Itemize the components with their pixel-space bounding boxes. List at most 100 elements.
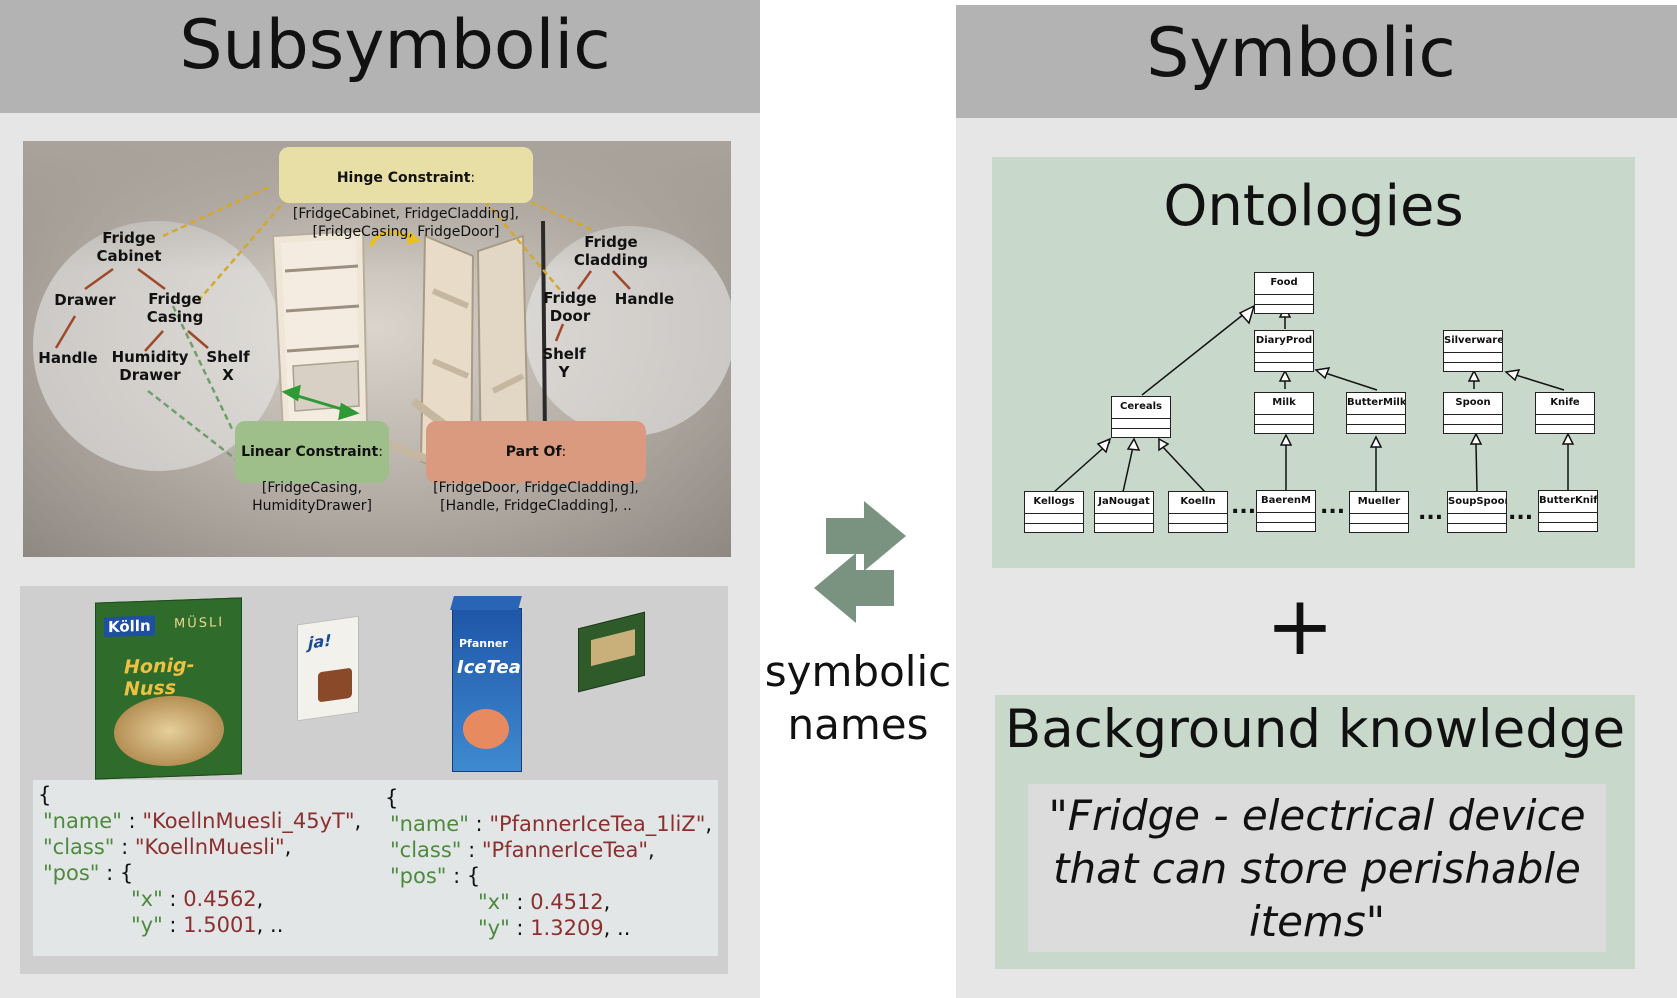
- node-handle-left: Handle: [38, 349, 98, 367]
- node-shelf-y: Shelf Y: [542, 345, 586, 381]
- ja-cereal-product-image: ja!: [297, 615, 359, 722]
- uml-class-mueller: Mueller: [1349, 491, 1409, 533]
- node-fridge-cladding: Fridge Cladding: [573, 233, 649, 269]
- json-key-name: "name": [390, 812, 469, 836]
- uml-class-name: Mueller: [1350, 492, 1408, 514]
- uml-class-spoon: Spoon: [1443, 392, 1503, 434]
- ellipsis-4: ...: [1508, 500, 1534, 525]
- uml-class-koelln: Koelln: [1168, 491, 1228, 533]
- koelln-brand-label: Kölln: [104, 615, 155, 638]
- koelln-muesli-product-image: Kölln MÜSLI Honig-Nuss: [95, 597, 242, 780]
- linear-constraint-title: Linear Constraint: [241, 444, 379, 460]
- linear-motion-arrow: [281, 384, 360, 421]
- symbolic-header: [956, 5, 1677, 118]
- json-value-class: "PfannerIceTea": [481, 838, 649, 862]
- json-object-pfanner: { "name" : "PfannerIceTea_1liZ", "class"…: [385, 786, 713, 940]
- json-key-pos: "pos": [43, 861, 100, 885]
- ontology-inheritance-svg: [1053, 304, 1575, 493]
- pfanner-brand-label: Pfanner: [459, 637, 508, 650]
- subsymbolic-header: [0, 0, 760, 113]
- scene-tree-edges: [54, 267, 631, 352]
- json-value-name: "KoellnMuesli_45yT": [142, 809, 355, 833]
- partof-constraint-box: Part Of: [FridgeDoor, FridgeCladding], […: [426, 421, 646, 514]
- json-open-brace: {: [38, 783, 52, 807]
- json-instances-area: [33, 780, 718, 956]
- json-value-name: "PfannerIceTea_1liZ": [489, 812, 706, 836]
- arrow-right-icon: [826, 501, 906, 571]
- hinge-constraint-box: Hinge Constraint: [FridgeCabinet, Fridge…: [279, 147, 533, 240]
- ellipsis-1: ...: [1231, 494, 1257, 519]
- uml-class-name: ButterMilk: [1347, 393, 1405, 415]
- pfanner-product-label: IceTea: [457, 657, 521, 678]
- koelln-line-label: MÜSLI: [174, 615, 225, 632]
- node-handle-right: Handle: [614, 290, 675, 308]
- partof-constraint-title: Part Of: [505, 444, 562, 460]
- uml-class-butterknife: ButterKnife: [1538, 490, 1598, 532]
- background-quote-box: [1028, 784, 1606, 952]
- json-object-koelln: { "name" : "KoellnMuesli_45yT", "class" …: [38, 783, 362, 937]
- uml-class-cereals: Cereals: [1111, 396, 1171, 438]
- json-key-class: "class": [390, 838, 462, 862]
- ellipsis-2: ...: [1320, 494, 1346, 519]
- json-key-x: "x": [131, 887, 163, 911]
- node-fridge-casing: Fridge Casing: [146, 290, 204, 326]
- ontologies-title: Ontologies: [1163, 174, 1464, 239]
- inheritance-edges: [1053, 304, 1575, 493]
- subsymbolic-title: Subsymbolic: [179, 6, 611, 85]
- exchange-arrows: [814, 501, 906, 623]
- node-fridge-cabinet: Fridge Cabinet: [96, 229, 162, 265]
- uml-class-name: Knife: [1536, 393, 1594, 415]
- json-value-y: 1.5001: [183, 913, 257, 937]
- background-quote-text: "Fridge - electrical device that can sto…: [1048, 791, 1586, 946]
- json-key-name: "name": [43, 809, 122, 833]
- uml-class-name: ButterKnife: [1539, 491, 1597, 513]
- uml-class-name: Cereals: [1112, 397, 1170, 419]
- uml-class-name: JaNougat: [1095, 492, 1153, 514]
- node-drawer: Drawer: [54, 291, 116, 309]
- uml-class-name: Silverware: [1444, 331, 1502, 353]
- json-key-x: "x": [478, 890, 510, 914]
- crispbread-graphic: [591, 629, 635, 667]
- symbolic-title: Symbolic: [1146, 14, 1456, 93]
- arrow-left-icon: [814, 553, 894, 623]
- json-key-pos: "pos": [390, 864, 447, 888]
- json-open-brace: {: [385, 786, 399, 810]
- pfanner-icetea-product-image: Pfanner IceTea: [452, 608, 522, 772]
- peach-graphic: [463, 709, 509, 749]
- uml-class-knife: Knife: [1535, 392, 1595, 434]
- ja-brand-label: ja!: [308, 630, 332, 653]
- uml-class-name: Food: [1255, 273, 1313, 295]
- json-key-y: "y": [131, 913, 163, 937]
- muesli-bowl-graphic: [114, 694, 224, 768]
- hinge-constraint-title: Hinge Constraint: [336, 170, 471, 186]
- uml-class-name: BaerenM: [1257, 491, 1315, 513]
- uml-class-silverware: Silverware: [1443, 330, 1503, 372]
- linear-connectors: [147, 305, 239, 462]
- uml-class-baerenm: BaerenM: [1256, 490, 1316, 532]
- symbolic-names-label: symbolic names: [764, 647, 952, 749]
- json-value-y: 1.3209: [530, 916, 604, 940]
- json-value-x: 0.4512: [530, 890, 604, 914]
- json-value-class: "KoellnMuesli": [134, 835, 285, 859]
- uml-class-kellogs: Kellogs: [1024, 491, 1084, 533]
- uml-class-name: DiaryProd: [1255, 331, 1313, 353]
- uml-class-name: SoupSpoon: [1448, 492, 1506, 514]
- node-humidity-drawer: Humidity Drawer: [111, 348, 189, 384]
- uml-class-name: Koelln: [1169, 492, 1227, 514]
- linear-constraint-body: [FridgeCasing, HumidityDrawer]: [252, 480, 372, 514]
- fridge-scene-image: Fridge Cabinet Drawer Fridge Casing Hand…: [23, 141, 731, 557]
- hinge-connectors: [162, 184, 596, 302]
- background-knowledge-title: Background knowledge: [1004, 699, 1626, 760]
- carton-top: [450, 596, 522, 610]
- linear-constraint-box: Linear Constraint: [FridgeCasing, Humidi…: [235, 421, 389, 514]
- uml-class-name: Kellogs: [1025, 492, 1083, 514]
- uml-class-food: Food: [1254, 272, 1314, 314]
- json-value-x: 0.4562: [183, 887, 257, 911]
- uml-class-name: Spoon: [1444, 393, 1502, 415]
- json-key-y: "y": [478, 916, 510, 940]
- uml-class-janougat: JaNougat: [1094, 491, 1154, 533]
- uml-class-soupspoon: SoupSpoon: [1447, 491, 1507, 533]
- ellipsis-3: ...: [1418, 500, 1444, 525]
- hinge-constraint-body: [FridgeCabinet, FridgeCladding], [Fridge…: [292, 206, 520, 240]
- json-key-class: "class": [43, 835, 115, 859]
